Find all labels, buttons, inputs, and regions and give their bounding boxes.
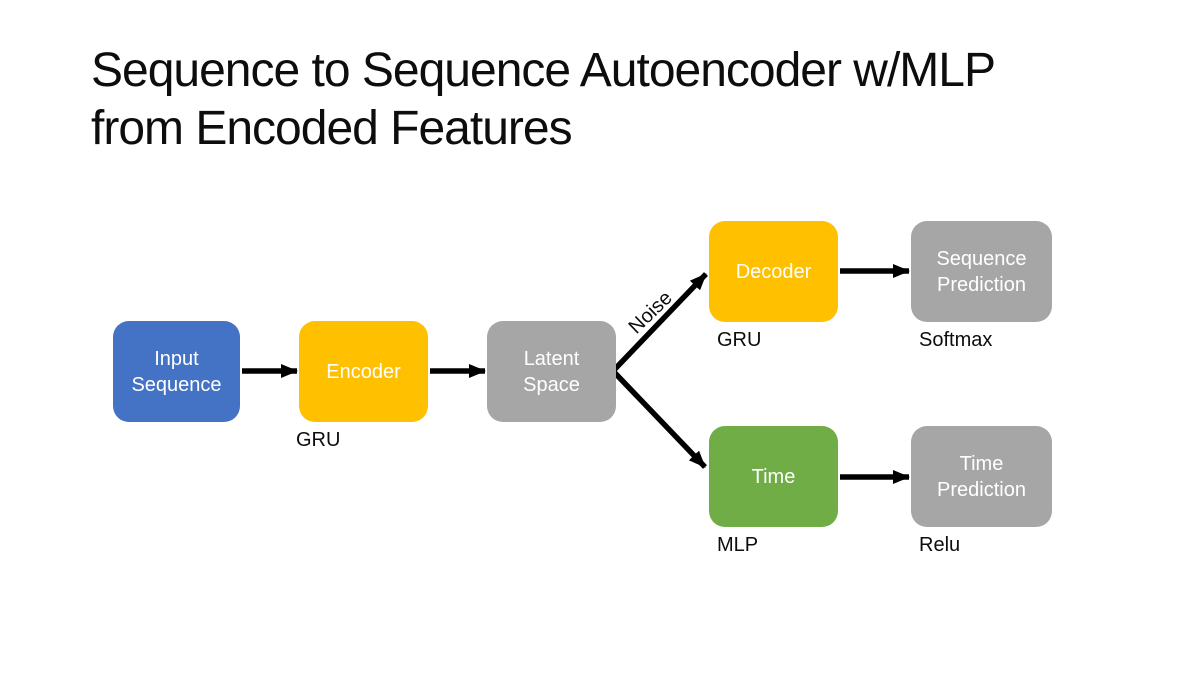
node-decoder: Decoder <box>709 221 838 322</box>
title-line-1: Sequence to Sequence Autoencoder w/MLP <box>91 44 996 97</box>
annotation-time-prediction-relu: Relu <box>919 534 961 556</box>
node-input-sequence-label: Input Sequence <box>131 347 222 396</box>
node-decoder-label: Decoder <box>735 260 812 283</box>
annotation-encoder-gru: GRU <box>296 429 341 451</box>
annotation-decoder-gru: GRU <box>717 329 762 351</box>
node-input-sequence: Input Sequence <box>113 321 240 422</box>
node-time: Time <box>709 426 838 527</box>
annotation-time-mlp: MLP <box>717 534 759 556</box>
arrow-latent-to-time <box>612 370 707 469</box>
node-encoder-label: Encoder <box>326 360 401 383</box>
node-latent-space: Latent Space <box>487 321 616 422</box>
node-sequence-prediction-label: Sequence Prediction <box>936 247 1027 296</box>
title-line-2: from Encoded Features <box>91 102 573 155</box>
node-time-prediction: Time Prediction <box>911 426 1052 527</box>
arrow-latent-to-decoder <box>612 272 708 372</box>
node-time-label: Time <box>751 465 796 488</box>
node-encoder: Encoder <box>299 321 428 422</box>
node-time-prediction-label: Time Prediction <box>937 452 1026 501</box>
node-latent-space-label: Latent Space <box>523 347 580 396</box>
node-sequence-prediction: Sequence Prediction <box>911 221 1052 322</box>
annotation-sequence-prediction-softmax: Softmax <box>919 329 993 351</box>
